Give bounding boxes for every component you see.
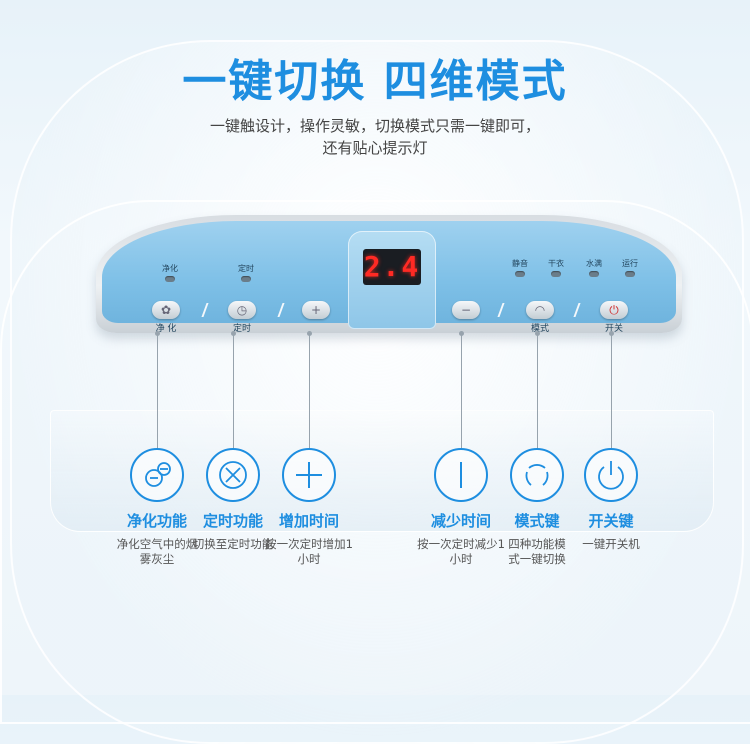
indicator-light-water-full [589,271,599,277]
control-panel-face: 净化 定时 静音 干衣 水满 运行 2.4 ✿ 净 化 ◷ 定时 + − [102,221,676,334]
indicator-label-running: 运行 [622,259,638,268]
digital-display: 2.4 [363,249,421,285]
timer-button-icon: ◷ [236,303,248,317]
indicator-label-purify: 净化 [162,264,178,273]
feature-timer: 定时功能 切换至定时功能 [183,448,283,552]
feature-mode: 模式键 四种功能模式一键切换 [487,448,587,567]
minus-icon: − [460,303,472,317]
timer-icon [206,448,260,502]
separator [573,303,581,317]
indicator-light-timer [241,276,251,282]
mode-button-label: 模式 [530,324,549,334]
connector-line-timer [231,331,236,449]
feature-desc: 一键开关机 [582,537,640,551]
power-button[interactable]: ⏻ [600,301,628,319]
indicator-label-water-full: 水满 [586,259,602,268]
feature-name: 净化功能 [126,512,187,530]
purify-button[interactable]: ✿ [152,301,180,319]
purify-icon [130,448,184,502]
separator [497,303,505,317]
mode-icon [510,448,564,502]
feature-purify: 净化功能 净化空气中的烟雾灰尘 [107,448,207,567]
indicator-light-purify [165,276,175,282]
connector-line-purify [155,331,160,449]
power-button-icon: ⏻ [609,303,619,317]
feature-desc: 净化空气中的烟雾灰尘 [116,537,198,566]
indicator-light-dry [551,271,561,277]
connector-line-mode [535,331,540,449]
timer-button[interactable]: ◷ [228,301,256,319]
indicator-label-dry: 干衣 [548,259,564,268]
indicator-light-silent [515,271,525,277]
subtitle-line-1: 一键触设计，操作灵敏，切换模式只需一键即可， [209,117,540,135]
subtitle-line-2: 还有贴心提示灯 [322,139,428,157]
control-panel: 净化 定时 静音 干衣 水满 运行 2.4 ✿ 净 化 ◷ 定时 + − [96,215,682,334]
plus-icon [282,448,336,502]
connector-line-plus [307,331,312,449]
mode-button[interactable]: ◠ [526,301,554,319]
indicator-light-running [625,271,635,277]
feature-desc: 四种功能模式一键切换 [508,537,566,566]
feature-name: 增加时间 [278,512,339,530]
connector-line-minus [459,331,464,449]
page-title: 一键切换 四维模式 [182,56,568,107]
purify-button-label: 净 化 [155,324,177,334]
feature-increase: 增加时间 按一次定时增加1小时 [259,448,359,567]
separator [201,303,209,317]
feature-desc: 按一次定时增加1小时 [265,537,353,566]
separator [277,303,285,317]
connector-line-power [609,331,614,449]
feature-name: 开关键 [588,512,634,530]
decrease-button[interactable]: − [452,301,480,319]
increase-button[interactable]: + [302,301,330,319]
feature-power: 开关键 一键开关机 [561,448,661,552]
feature-desc: 按一次定时减少1小时 [417,537,505,566]
minus-icon [434,448,488,502]
indicator-label-silent: 静音 [512,259,528,268]
mode-button-icon: ◠ [534,303,546,317]
feature-decrease: 减少时间 按一次定时减少1小时 [411,448,511,567]
indicator-label-timer: 定时 [238,264,254,273]
purify-button-icon: ✿ [160,303,172,317]
plus-icon: + [310,303,322,317]
power-button-label: 开关 [604,324,623,334]
feature-name: 减少时间 [430,512,491,530]
page-subtitle: 一键触设计，操作灵敏，切换模式只需一键即可， 还有贴心提示灯 [0,115,750,159]
timer-button-label: 定时 [232,324,251,334]
feature-name: 模式键 [514,512,560,530]
display-bay: 2.4 [348,231,436,329]
power-icon [584,448,638,502]
feature-desc: 切换至定时功能 [192,537,274,551]
feature-name: 定时功能 [202,512,263,530]
